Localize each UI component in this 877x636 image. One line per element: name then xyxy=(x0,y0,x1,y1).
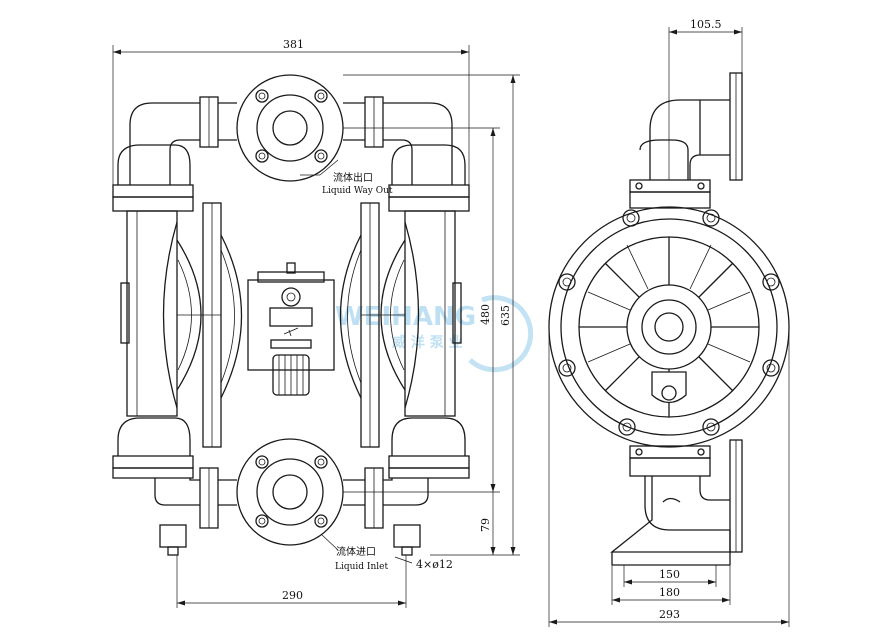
front-view: 流体出口 Liquid Way Out 流体进口 Liquid Inlet 4×… xyxy=(112,38,520,608)
dimension-635: 635 xyxy=(343,74,520,556)
inlet-label-cn: 流体进口 xyxy=(336,545,376,558)
air-valve xyxy=(247,262,335,396)
dimension-180: 180 xyxy=(611,565,731,605)
dimension-150: 150 xyxy=(623,565,717,587)
dim-height-480: 480 xyxy=(479,304,492,325)
inlet-flange xyxy=(236,438,344,546)
dim-base-180: 180 xyxy=(659,586,680,599)
inlet-label-en: Liquid Inlet xyxy=(335,562,388,572)
side-chamber xyxy=(548,206,790,448)
inlet-manifold xyxy=(112,417,470,556)
dimension-79: 79 xyxy=(479,492,496,555)
dimension-480: 480 xyxy=(343,127,500,493)
bolt-hole-spec: 4×ø12 xyxy=(416,558,453,571)
watermark-cn: 威 洋 泵 业 xyxy=(392,334,463,351)
dimension-381: 381 xyxy=(112,38,470,185)
side-outlet xyxy=(629,72,743,209)
dimension-105-5: 105.5 xyxy=(668,18,743,180)
outlet-manifold xyxy=(112,96,470,212)
left-chamber xyxy=(120,202,243,448)
outlet-label-cn: 流体出口 xyxy=(333,171,373,184)
dim-inlet-spacing: 290 xyxy=(282,589,303,602)
dim-inlet-height: 79 xyxy=(479,518,492,532)
side-inlet xyxy=(610,439,743,566)
dim-height-635: 635 xyxy=(499,305,512,326)
side-view: 105.5 150 180 293 xyxy=(548,18,790,627)
dim-side-width: 293 xyxy=(659,608,680,621)
dimension-293: 293 xyxy=(548,327,790,627)
dim-base-150: 150 xyxy=(659,568,680,581)
right-chamber xyxy=(339,202,462,448)
dimension-290: 290 xyxy=(176,555,407,608)
outlet-label-en: Liquid Way Out xyxy=(322,186,393,196)
dim-total-width: 381 xyxy=(283,38,304,51)
outlet-flange xyxy=(236,74,344,182)
dim-side-offset: 105.5 xyxy=(690,18,722,31)
